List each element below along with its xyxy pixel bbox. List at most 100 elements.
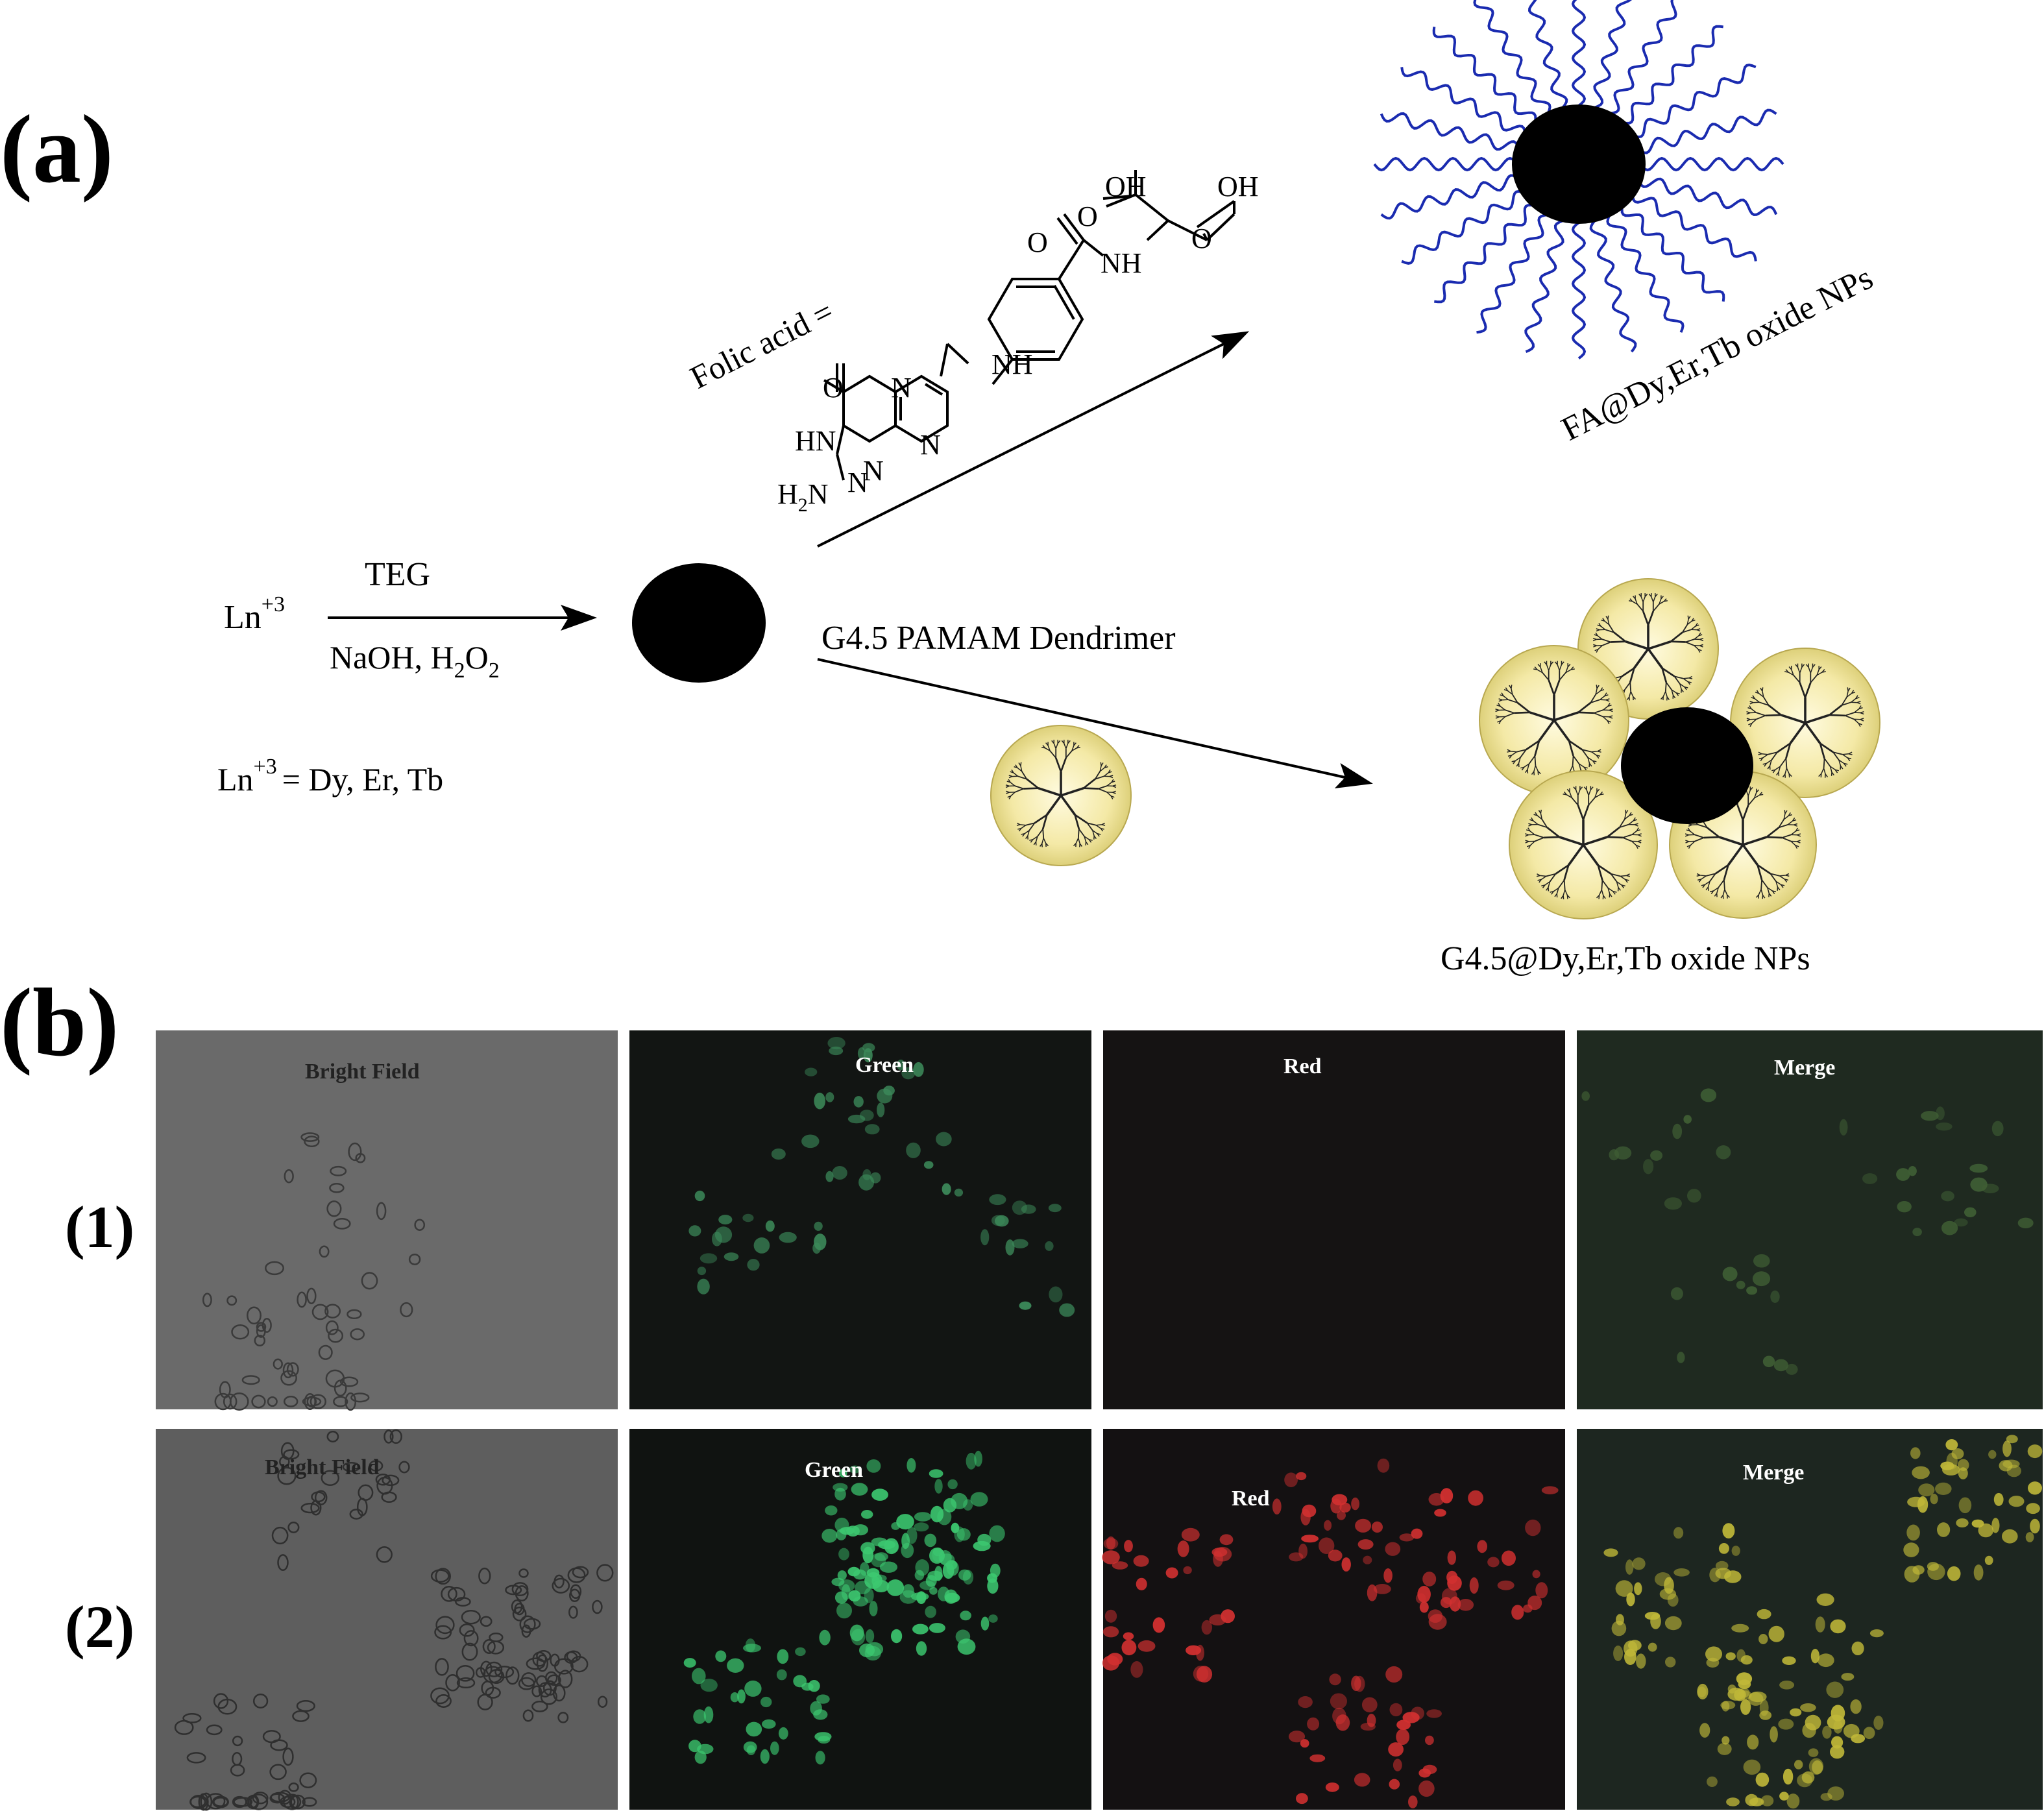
row-label-2: (2) [65,1594,134,1660]
cell [536,1654,549,1672]
cell [1183,1566,1192,1575]
cell [1354,1773,1370,1787]
panel-b-label: (b) [0,969,119,1076]
cell [727,1658,744,1673]
cell [414,1219,426,1231]
cell [692,1668,706,1684]
cell [1477,1540,1487,1553]
cell [280,1370,297,1386]
cell [1716,1145,1731,1160]
folic-acid-chain [1476,213,1548,334]
cell [966,1452,977,1470]
cell [1673,1527,1684,1539]
cell [1371,1521,1383,1533]
cell [269,1793,286,1804]
cell [1907,1496,1925,1507]
cell [1956,1518,1969,1527]
cell [1603,1548,1618,1557]
folic-acid-chain [1373,156,1518,172]
cell [1418,1768,1431,1778]
cell [1873,1716,1884,1730]
reactant-ln3: Ln+3 [224,592,285,636]
micrograph-bright-field-1: Bright Field [156,1030,618,1411]
cell [760,1749,770,1764]
svg-text:N: N [863,455,884,487]
cell [251,1394,266,1409]
folic-acid-chain [1631,193,1757,261]
cell [865,1629,875,1644]
folic-acid-chain [1527,0,1568,109]
cell [206,1724,223,1736]
cell [1740,1699,1751,1715]
cell [866,1459,881,1473]
cell [288,1782,299,1792]
cell [901,1067,916,1080]
cell [825,1505,838,1516]
cell [1812,1760,1823,1775]
cell [932,1548,943,1557]
cell [1408,1795,1418,1808]
folic-acid-chain [1434,204,1536,304]
cell [2025,1532,2034,1542]
fa-np-core [1512,104,1646,224]
cell [526,1657,546,1670]
cell [485,1661,503,1677]
cell [778,1727,788,1740]
cell [929,1469,943,1478]
cell [747,1259,760,1271]
micrograph-merge-1: Merge [1577,1030,2043,1409]
cell [485,1686,501,1699]
cell [737,1689,746,1704]
cell [2008,1496,2025,1507]
cell [1717,1742,1732,1755]
cell [841,1584,851,1601]
svg-text:Ln+3: Ln+3 [224,592,285,636]
cell [459,1623,475,1637]
cell [1785,1363,1798,1375]
svg-text:Merge: Merge [1774,1056,1835,1080]
cell [1815,1616,1825,1633]
cell [1736,1690,1752,1700]
cell [923,1161,934,1169]
cell [1947,1566,1961,1581]
cell [827,1037,846,1050]
cell [1339,1502,1351,1513]
cell [202,1293,212,1307]
svg-text:O: O [823,372,844,404]
cell [746,1721,762,1737]
cell [1643,1159,1654,1174]
cell [2030,1518,2040,1534]
cell [1918,1483,1935,1497]
cell [1341,1557,1351,1572]
cell [1497,1580,1515,1590]
cell [715,1650,727,1662]
cell [350,1392,370,1403]
cell [936,1132,952,1147]
cell [1978,1523,1994,1538]
cell [801,1134,820,1149]
svg-text:N: N [891,372,912,404]
cell [816,1694,830,1704]
cell [1411,1707,1424,1720]
cell [1644,1612,1661,1620]
cell [333,1218,351,1230]
micrograph-red-1: Red [1103,1030,1565,1409]
cell [232,1735,243,1747]
cell [1181,1527,1200,1542]
cell [480,1616,493,1627]
cell [812,1243,821,1254]
cell [1808,1748,1819,1757]
cell [1396,1729,1410,1745]
cell [862,1169,871,1180]
cell [355,1152,366,1163]
cell [1385,1542,1401,1556]
cell [1762,1355,1775,1368]
cell [461,1642,478,1661]
cell [688,1225,701,1237]
cell [1827,1786,1845,1801]
folic-acid-chain [1473,0,1551,114]
cell [345,1392,357,1411]
cell [1107,1653,1123,1666]
cell [292,1710,310,1722]
cell [1196,1644,1204,1661]
